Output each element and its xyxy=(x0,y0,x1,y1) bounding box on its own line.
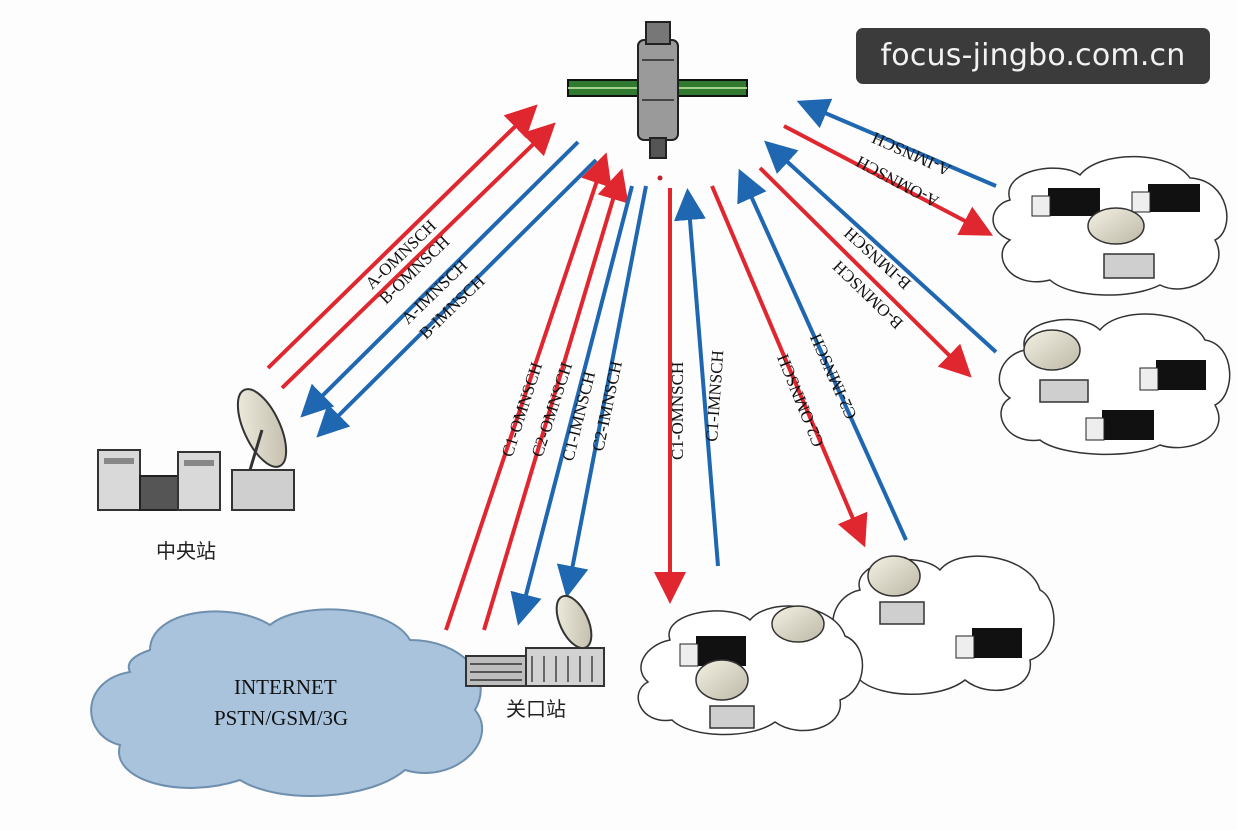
link-b-imnsch xyxy=(316,158,598,438)
satellite-dish-icon xyxy=(1023,329,1089,403)
satellite-dish-icon xyxy=(771,605,825,643)
truck-icon xyxy=(1031,188,1100,217)
satellite-dish-icon xyxy=(695,659,755,729)
link-c2-omnsch xyxy=(482,168,629,631)
cloud-line1: INTERNET xyxy=(234,675,337,699)
link-c1-up xyxy=(673,188,720,567)
server-icon xyxy=(97,449,221,511)
link-c2-imnsch xyxy=(556,185,648,598)
satellite-dish-icon xyxy=(231,388,295,511)
cloud-line2: PSTN/GSM/3G xyxy=(214,706,348,730)
truck-icon xyxy=(1139,360,1206,391)
gateway-station: 关口站 xyxy=(465,594,605,721)
label-c1-up: C1-IMNSCH xyxy=(702,350,727,443)
gateway-links: C1-OMNSCH C2-OMNSCH C1-IMNSCH C2-IMNSCH xyxy=(444,152,648,631)
link-a-down xyxy=(783,124,994,236)
satellite-dish-icon xyxy=(555,594,593,650)
link-b-up xyxy=(764,140,998,354)
truck-icon xyxy=(1085,410,1154,441)
link-a-imnsch xyxy=(300,140,580,418)
gateway-station-label: 关口站 xyxy=(506,697,566,721)
link-a-omnsch xyxy=(266,104,538,370)
watermark: focus-jingbo.com.cn xyxy=(856,28,1210,84)
remote-cloud-b xyxy=(998,313,1231,456)
satellite-dish-icon xyxy=(1087,207,1155,279)
link-c2-up xyxy=(737,168,908,541)
truck-icon xyxy=(955,628,1022,659)
central-station-label: 中央站 xyxy=(156,539,216,563)
remote-cloud-c1 xyxy=(637,605,864,736)
link-c1-omnsch xyxy=(444,152,612,631)
link-c1-imnsch xyxy=(510,185,634,626)
satellite-dish-icon xyxy=(867,555,925,625)
link-b-omnsch xyxy=(280,122,556,390)
label-c2-up: C2-IMNSCH xyxy=(806,331,861,422)
central-station: 中央站 xyxy=(97,388,295,563)
link-b-down xyxy=(758,166,972,378)
link-c2-down xyxy=(710,185,868,548)
satellite-icon xyxy=(567,21,748,181)
truck-icon xyxy=(1131,184,1200,213)
label-c1-down: C1-OMNSCH xyxy=(668,362,687,460)
a-links: A-IMNSCH A-OMNSCH xyxy=(783,98,997,236)
central-links: A-OMNSCH B-OMNSCH A-IMNSCH B-IMNSCH xyxy=(266,104,598,438)
internet-cloud: INTERNET PSTN/GSM/3G xyxy=(90,608,483,798)
link-a-up xyxy=(796,98,997,188)
remote-cloud-c2 xyxy=(829,555,1055,695)
remote-cloud-a xyxy=(992,155,1228,296)
building-icon xyxy=(465,647,605,687)
c1-links: C1-OMNSCH C1-IMNSCH xyxy=(654,188,727,604)
c2-links: C2-OMNSCH C2-IMNSCH xyxy=(710,168,908,548)
